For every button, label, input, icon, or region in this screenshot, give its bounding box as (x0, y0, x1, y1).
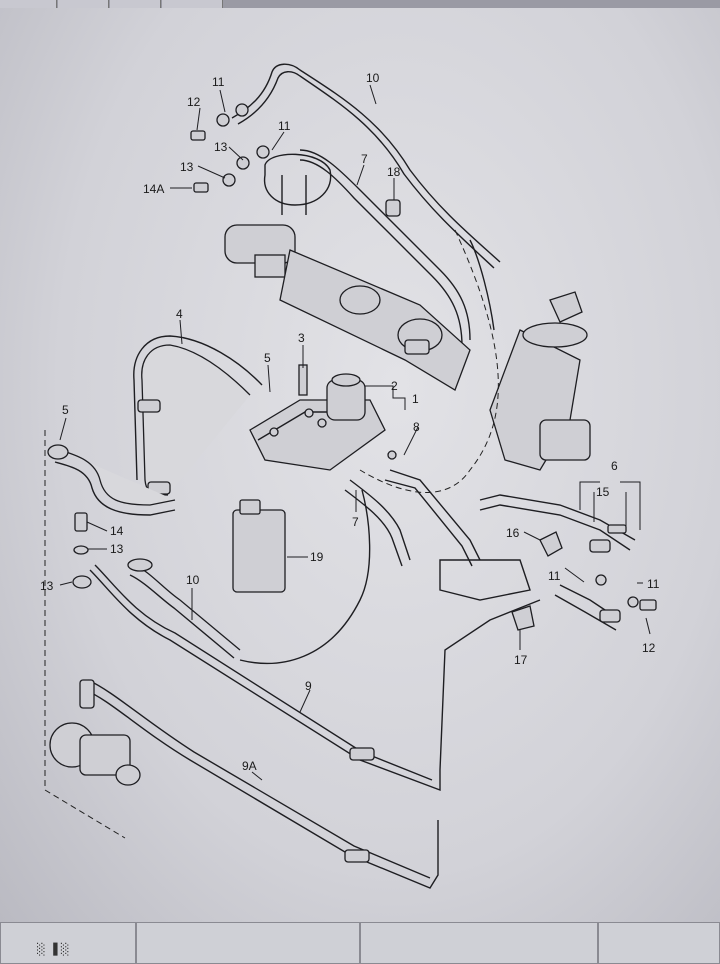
callout-1: 1 (412, 392, 419, 406)
thumbnail-1[interactable]: ░ ▐ ░ (0, 922, 136, 964)
part-10-lower-hose[interactable] (127, 558, 241, 659)
callout-7-top: 7 (361, 152, 368, 166)
callout-16: 16 (506, 526, 520, 540)
fasteners-top-left[interactable] (190, 103, 401, 217)
browser-tab-strip (0, 0, 720, 8)
part-valve-bottom-left[interactable] (49, 679, 141, 786)
callout-13-a: 13 (214, 140, 228, 154)
callout-4: 4 (176, 307, 183, 321)
callout-leaders (59, 84, 651, 781)
assembly-boundary (44, 430, 126, 839)
callout-9: 9 (305, 679, 312, 693)
thumbnail-3[interactable] (360, 922, 598, 964)
steering-rack[interactable] (224, 153, 591, 471)
callout-8: 8 (413, 420, 420, 434)
part-7-upper-line[interactable] (299, 149, 471, 347)
tab-2[interactable] (58, 0, 109, 8)
callout-11-top: 11 (212, 75, 225, 89)
callout-14a: 14A (143, 182, 164, 196)
thumbnail-2[interactable] (136, 922, 360, 964)
callout-17: 17 (514, 653, 528, 667)
callout-12-bottom: 12 (642, 641, 656, 655)
callout-12-top: 12 (187, 95, 201, 109)
part-5-left-hose[interactable] (47, 444, 176, 516)
callout-14: 14 (110, 524, 124, 538)
callout-6: 6 (611, 459, 618, 473)
part-9-pressure-line[interactable] (89, 564, 541, 792)
part-4-hose[interactable] (133, 335, 263, 496)
assembly-boundary-right (359, 229, 499, 493)
callout-13-c: 13 (110, 542, 124, 556)
callout-5-mid: 5 (264, 351, 271, 365)
tab-4[interactable] (162, 0, 223, 8)
fasteners-left[interactable] (72, 450, 397, 589)
part-6-line-assembly[interactable] (479, 494, 657, 631)
callout-15: 15 (596, 485, 610, 499)
callout-11-right-b: 11 (647, 577, 660, 591)
reservoir-pump[interactable] (249, 364, 386, 471)
thumbnail-1-glyph: ░ ▐ ░ (37, 943, 70, 956)
callout-10-bottom: 10 (186, 573, 200, 587)
callout-19: 19 (310, 550, 324, 564)
callout-13-b: 13 (180, 160, 194, 174)
callout-18: 18 (387, 165, 401, 179)
bottom-thumbnail-strip: ░ ▐ ░ (0, 918, 720, 964)
callout-10-top: 10 (366, 71, 380, 85)
callout-9a: 9A (242, 759, 257, 773)
tab-3[interactable] (110, 0, 161, 8)
tab-1[interactable] (0, 0, 57, 8)
thumbnail-4[interactable] (598, 922, 720, 964)
callout-5-left: 5 (62, 403, 69, 417)
callout-3: 3 (298, 331, 305, 345)
part-19-fluid-container[interactable] (232, 499, 286, 593)
part-10-upper-line[interactable] (231, 63, 501, 331)
callout-2: 2 (391, 379, 398, 393)
callout-7-bottom: 7 (352, 515, 359, 529)
callout-13-d: 13 (40, 579, 54, 593)
callout-11-right-a: 11 (548, 569, 561, 583)
callout-11-mid: 11 (278, 119, 291, 133)
part-7-lower-line[interactable] (239, 469, 531, 665)
part-9a-return-line[interactable] (84, 679, 439, 889)
